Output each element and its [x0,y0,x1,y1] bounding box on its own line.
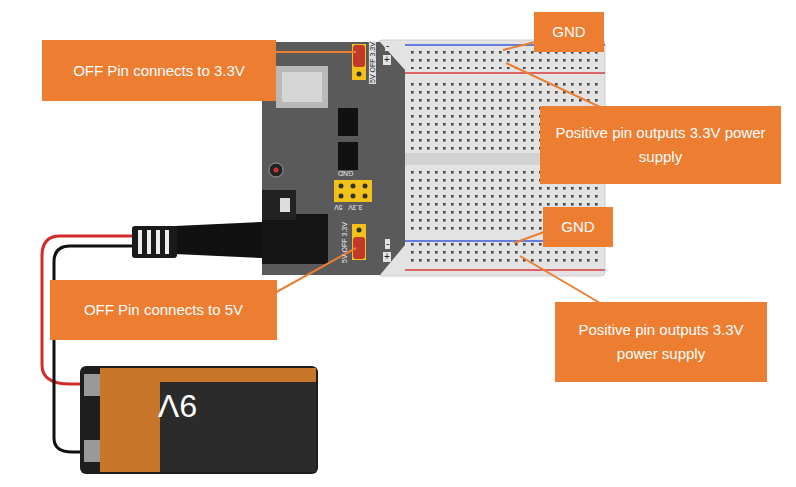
callout-box: OFF Pin connects to 3.3V [42,40,276,101]
callout-text: OFF Pin connects to 3.3V [73,59,245,83]
callout-text: Positive pin outputs 3.3V power supply [565,318,757,366]
battery-label: 9V [158,390,197,422]
module-label: 5V [334,204,343,211]
callout-box: OFF Pin connects to 5V [50,280,277,340]
rail-sign: + [383,55,391,65]
callout-text: Positive pin outputs 3.3V power supply [550,121,771,169]
callout-text: GND [552,20,585,44]
rail-sign: - [385,239,390,249]
jumper-label: 5V OFF 3.3V [369,41,376,84]
callout-box: Positive pin outputs 3.3V power supply [540,106,781,184]
callout-box: Positive pin outputs 3.3V power supply [555,302,767,382]
callout-text: OFF Pin connects to 5V [84,298,243,322]
rail-sign: - [385,41,390,51]
jumper-label: 5V OFF 3.3V [341,222,348,263]
callout-text: GND [561,215,594,239]
callout-box: GND [534,12,604,52]
module-label: 3.3V [348,204,362,211]
callout-box: GND [543,207,613,247]
rail-sign: + [383,252,391,262]
module-label: GND [338,170,354,177]
